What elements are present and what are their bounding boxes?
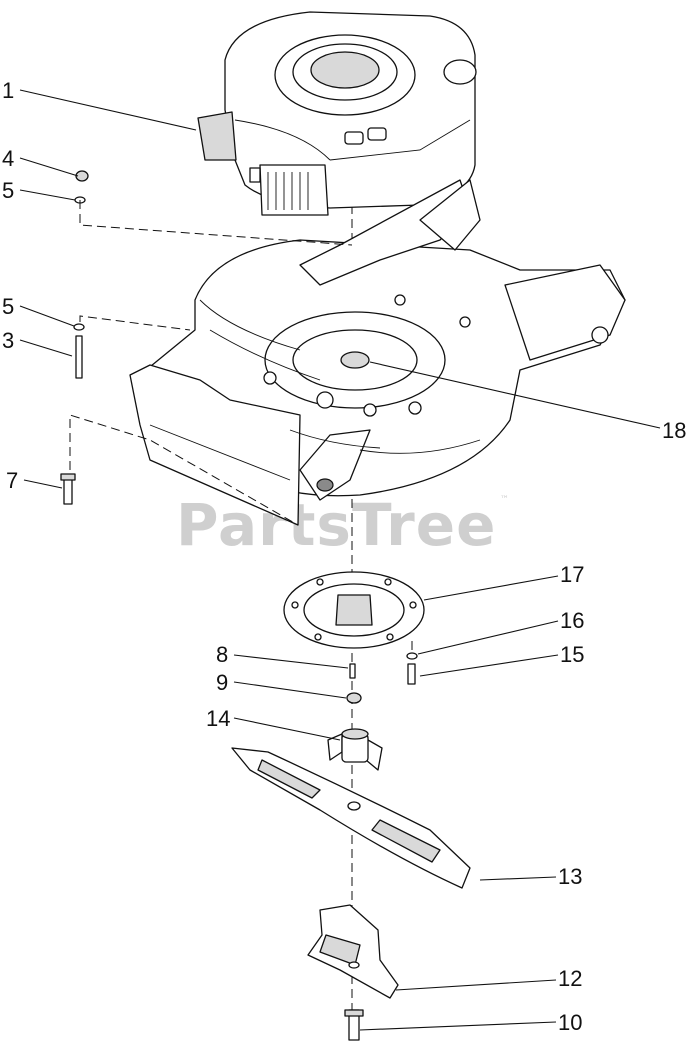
- callout-7: 7: [6, 468, 18, 493]
- callout-16: 16: [560, 608, 584, 633]
- callout-14: 14: [206, 706, 230, 731]
- callout-5-upper: 5: [2, 178, 14, 203]
- callout-5-lower: 5: [2, 294, 14, 319]
- callout-9: 9: [216, 670, 228, 695]
- callout-18: 18: [662, 418, 686, 443]
- watermark-text: PartsTree: [176, 491, 496, 559]
- leader-lines: [19, 89, 661, 1031]
- callout-4: 4: [2, 146, 14, 171]
- engine-assembly: [197, 11, 477, 216]
- callout-13: 13: [558, 864, 582, 889]
- callouts: 1 4 5 5 3 7 18 17 16 15 8 9 14 13 12 10: [2, 78, 686, 1035]
- mulching-blade: [307, 904, 399, 999]
- callout-15: 15: [560, 642, 584, 667]
- callout-17: 17: [560, 562, 584, 587]
- mower-blade: [231, 747, 471, 889]
- callout-3: 3: [2, 328, 14, 353]
- assembly-guides: [69, 200, 413, 650]
- callout-12: 12: [558, 966, 582, 991]
- callout-10: 10: [558, 1010, 582, 1035]
- watermark-trademark: ™: [500, 495, 509, 505]
- blade-adapter-plate: [283, 571, 425, 649]
- blade-adapter: [327, 728, 383, 771]
- callout-8: 8: [216, 642, 228, 667]
- mower-deck: [129, 179, 626, 526]
- callout-1: 1: [2, 78, 14, 103]
